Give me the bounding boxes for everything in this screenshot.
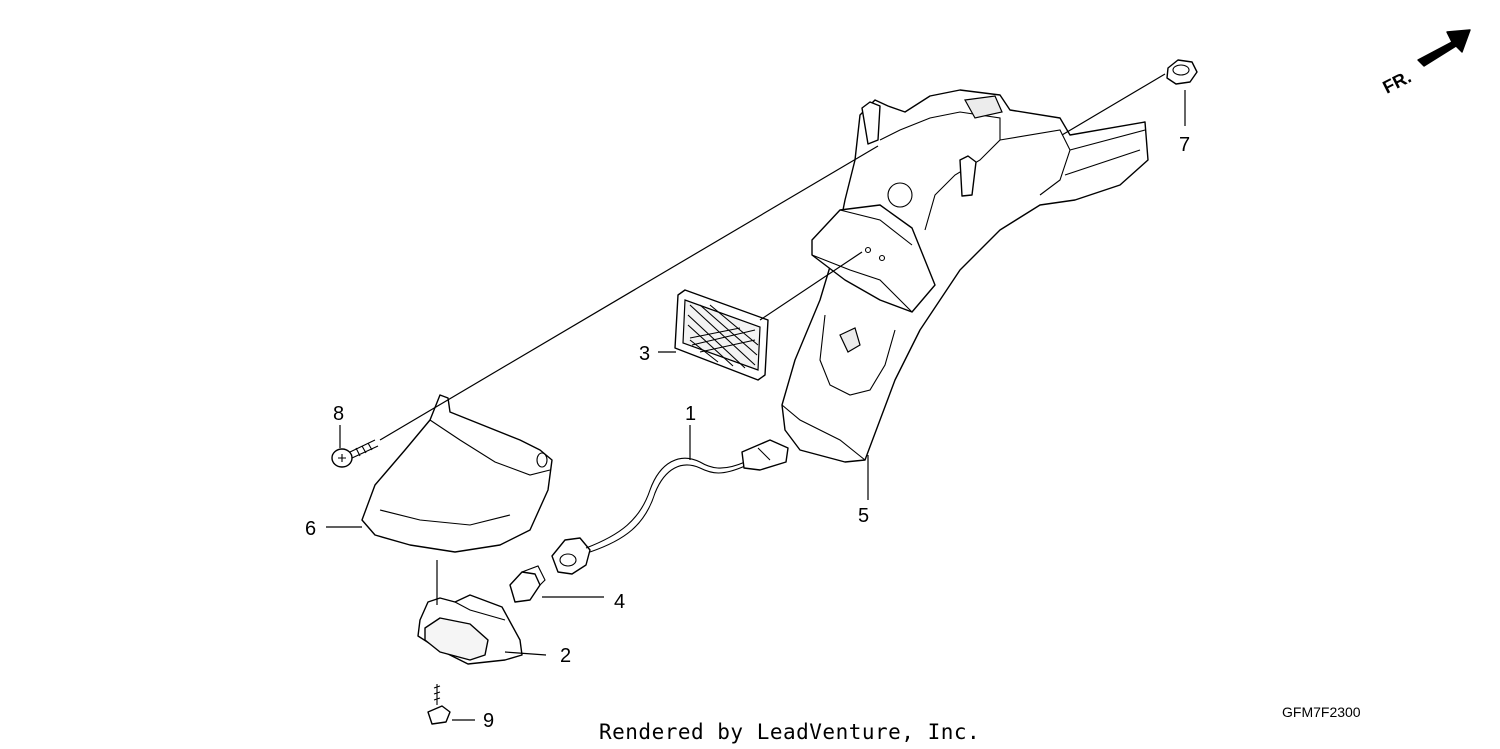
callout-4: 4: [614, 591, 625, 613]
license-light-part-2[interactable]: [417, 594, 523, 665]
rear-fender-part-5[interactable]: [781, 89, 1149, 463]
rear-cover-part-6[interactable]: [361, 394, 553, 553]
diagram-code: GFM7F2300: [1282, 704, 1361, 720]
socket-wire-part-1[interactable]: [551, 439, 789, 575]
callout-2: 2: [560, 645, 571, 667]
callout-1: 1: [685, 403, 696, 425]
bulb-part-4[interactable]: [509, 565, 546, 603]
screw-part-9[interactable]: [427, 684, 451, 725]
reflector-part-3[interactable]: [674, 289, 769, 381]
callout-7: 7: [1179, 134, 1190, 156]
callout-9: 9: [483, 710, 494, 732]
screw-part-8[interactable]: [331, 439, 379, 468]
front-direction-arrow: FR.: [1379, 29, 1471, 98]
footer-credit: Rendered by LeadVenture, Inc.: [599, 720, 980, 744]
front-direction-label: FR.: [1379, 67, 1414, 98]
callout-3: 3: [639, 343, 650, 365]
callout-8: 8: [333, 403, 344, 425]
callout-6: 6: [305, 518, 316, 540]
leader-lines: [326, 73, 1186, 721]
nut-part-7[interactable]: [1166, 59, 1198, 85]
callout-5: 5: [858, 505, 869, 527]
